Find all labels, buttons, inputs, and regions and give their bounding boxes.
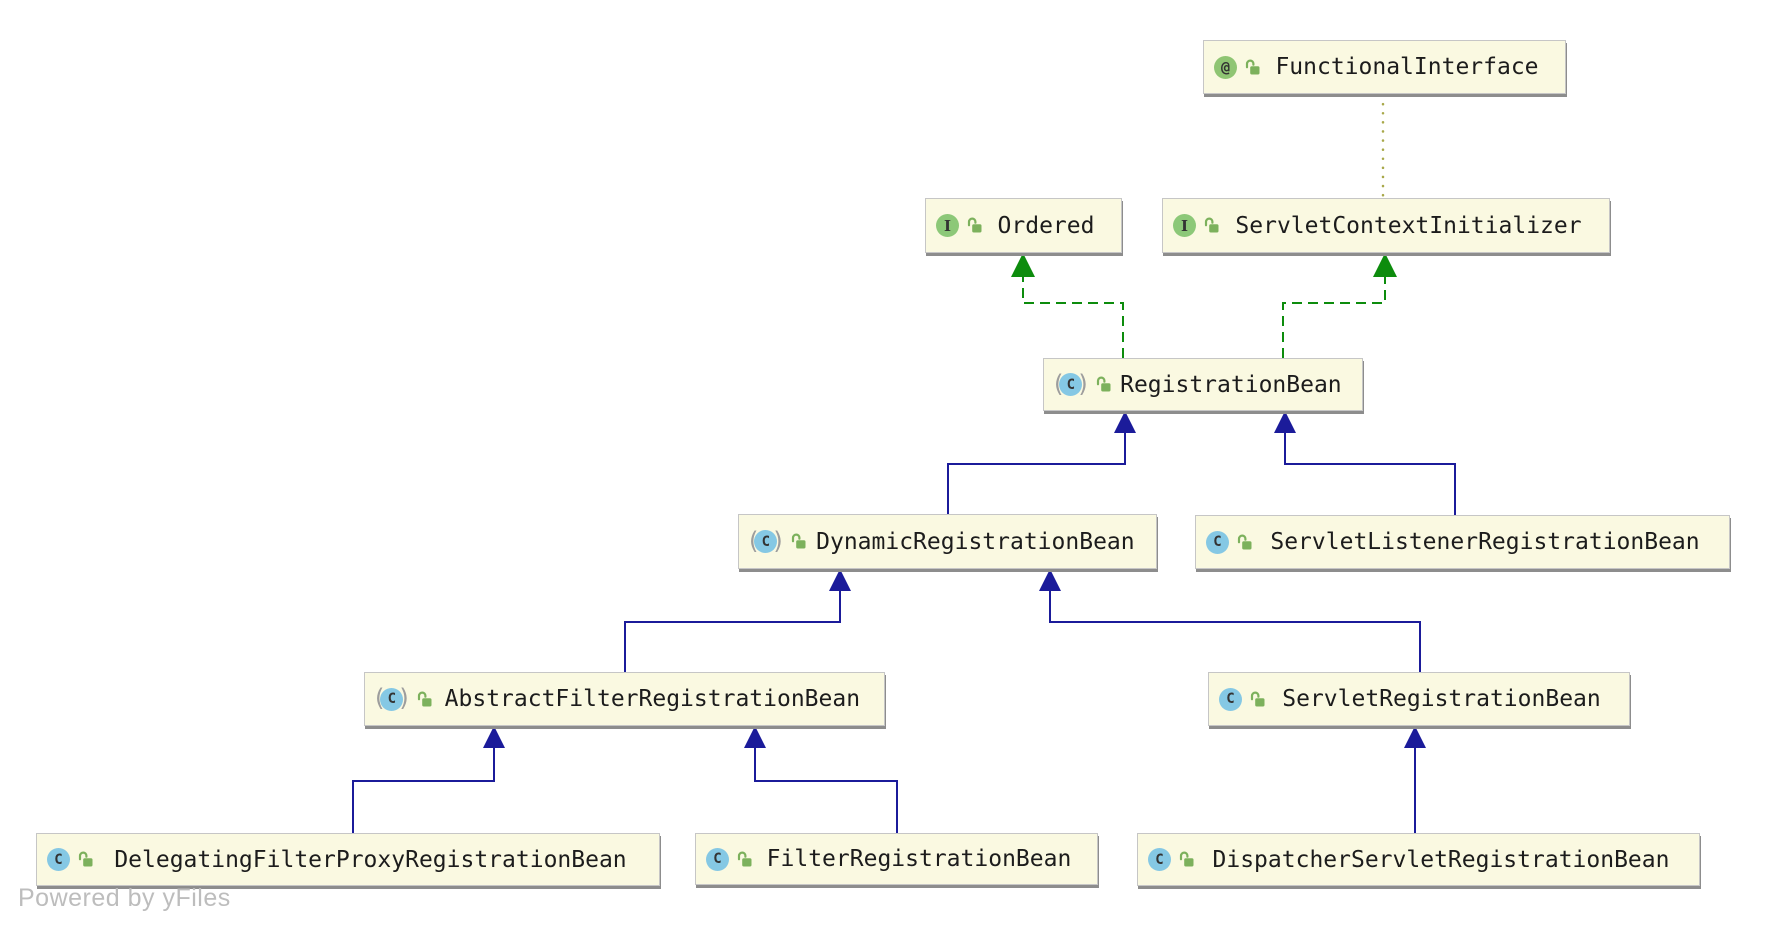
class-icon: C	[1148, 848, 1171, 871]
extends-arrowhead	[1039, 569, 1061, 591]
class-node-servlet-listener-registration-bean[interactable]: C ServletListenerRegistrationBean	[1195, 515, 1730, 569]
class-name: DispatcherServletRegistrationBean	[1212, 846, 1670, 873]
extends-arrowhead	[483, 726, 505, 748]
open-lock-icon	[1236, 534, 1253, 551]
extends-arrowhead	[829, 569, 851, 591]
edge-servlet-listener-registration-bean-extends-registration-bean	[1274, 411, 1456, 515]
yfiles-watermark: Powered by yFiles	[18, 884, 231, 912]
edge-registration-bean-implements-ordered	[1011, 253, 1124, 358]
class-node-registration-bean[interactable]: ( C ) RegistrationBean	[1043, 358, 1363, 411]
class-name: DynamicRegistrationBean	[816, 528, 1135, 555]
class-name: RegistrationBean	[1120, 371, 1342, 398]
class-icon: C	[1206, 530, 1229, 554]
interface-icon: I	[1173, 214, 1196, 237]
class-node-abstract-filter-registration-bean[interactable]: ( C ) AbstractFilterRegistrationBean	[364, 672, 885, 726]
class-name: AbstractFilterRegistrationBean	[444, 686, 861, 712]
edge-delegating-filter-proxy-registration-bean-extends-abstract-filter-registration-bean	[352, 726, 505, 833]
edge-dispatcher-servlet-registration-bean-extends-servlet-registration-bean	[1404, 726, 1426, 833]
open-lock-icon	[416, 691, 433, 708]
abstract-class-icon: ( C )	[1054, 369, 1088, 398]
open-lock-icon	[1249, 691, 1266, 708]
class-node-dynamic-registration-bean[interactable]: ( C ) DynamicRegistrationBean	[738, 514, 1157, 569]
class-name: ServletContextInitializer	[1235, 212, 1582, 239]
interface-icon: I	[936, 214, 959, 237]
edge-servlet-registration-bean-extends-dynamic-registration-bean	[1039, 569, 1421, 672]
implements-arrowhead	[1011, 253, 1035, 277]
edge-dynamic-registration-bean-extends-registration-bean	[947, 411, 1136, 514]
class-node-dispatcher-servlet-registration-bean[interactable]: C DispatcherServletRegistrationBean	[1137, 833, 1700, 886]
extends-arrowhead	[1404, 726, 1426, 748]
class-name: Ordered	[997, 212, 1095, 239]
class-node-delegating-filter-proxy-registration-bean[interactable]: C DelegatingFilterProxyRegistrationBean	[36, 833, 660, 886]
class-node-filter-registration-bean[interactable]: C FilterRegistrationBean	[695, 833, 1098, 885]
class-name: FunctionalInterface	[1275, 54, 1539, 80]
edge-registration-bean-implements-servlet-context-initializer	[1282, 253, 1397, 358]
class-icon: C	[1219, 687, 1242, 711]
annotation-icon: @	[1214, 55, 1237, 79]
class-name: ServletListenerRegistrationBean	[1270, 529, 1700, 555]
implements-arrowhead	[1373, 253, 1397, 277]
class-name: DelegatingFilterProxyRegistrationBean	[114, 846, 627, 873]
class-icon: C	[47, 848, 70, 871]
abstract-class-icon: ( C )	[749, 526, 783, 555]
open-lock-icon	[966, 217, 983, 234]
open-lock-icon	[790, 533, 807, 550]
extends-arrowhead	[1114, 411, 1136, 433]
open-lock-icon	[1244, 59, 1261, 76]
class-name: FilterRegistrationBean	[766, 846, 1072, 872]
class-node-functional-interface[interactable]: @ FunctionalInterface	[1203, 40, 1566, 94]
extends-arrowhead	[744, 726, 766, 748]
class-icon: C	[706, 847, 729, 871]
edge-filter-registration-bean-extends-abstract-filter-registration-bean	[744, 726, 898, 833]
edge-abstract-filter-registration-bean-extends-dynamic-registration-bean	[624, 569, 851, 672]
class-node-ordered[interactable]: I Ordered	[925, 198, 1122, 253]
open-lock-icon	[1178, 851, 1195, 868]
open-lock-icon	[1203, 217, 1220, 234]
open-lock-icon	[1095, 376, 1112, 393]
open-lock-icon	[77, 851, 94, 868]
open-lock-icon	[736, 851, 753, 868]
abstract-class-icon: ( C )	[375, 684, 409, 712]
class-name: ServletRegistrationBean	[1282, 686, 1601, 712]
class-node-servlet-context-initializer[interactable]: I ServletContextInitializer	[1162, 198, 1610, 253]
extends-arrowhead	[1274, 411, 1296, 433]
class-node-servlet-registration-bean[interactable]: C ServletRegistrationBean	[1208, 672, 1630, 726]
